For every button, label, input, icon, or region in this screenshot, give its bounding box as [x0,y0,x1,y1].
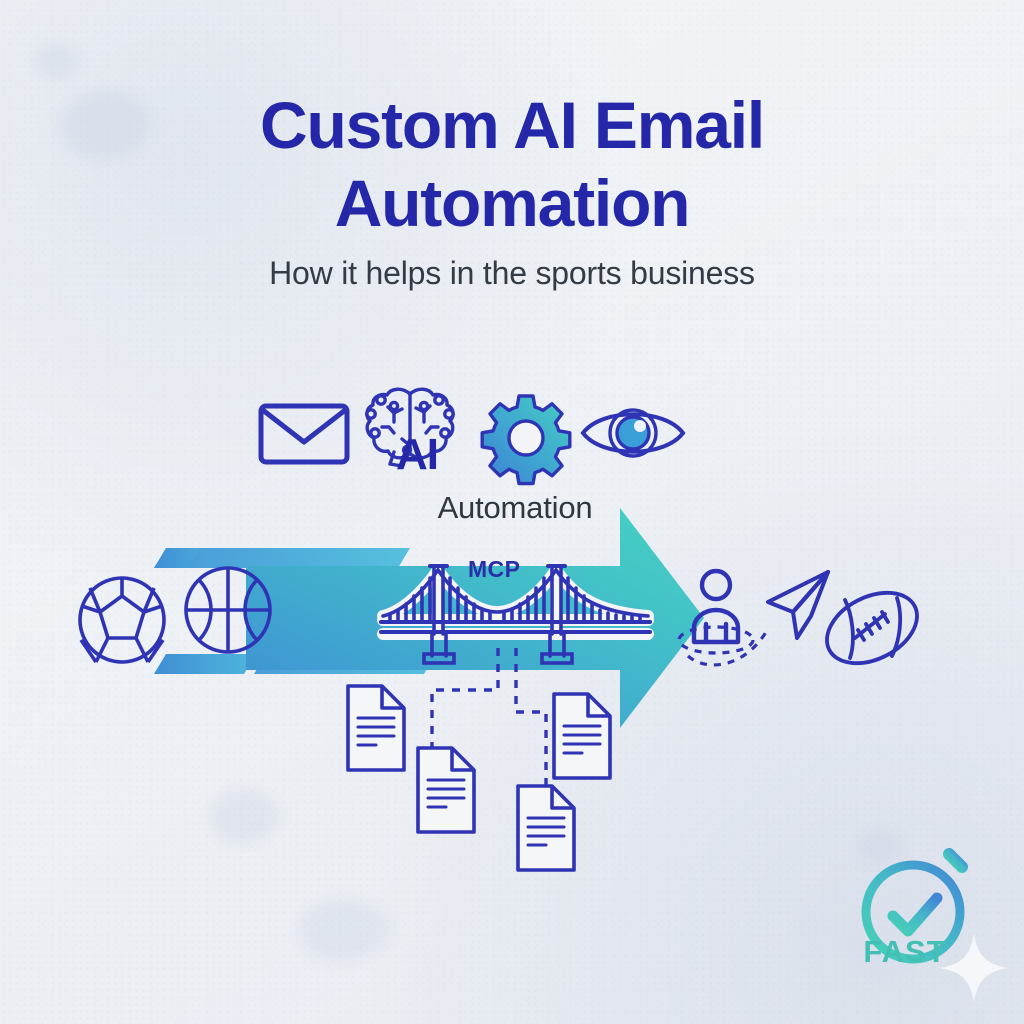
document-icon [516,784,576,872]
gear-icon [480,394,572,486]
forward-arrow-icon [246,508,704,728]
basketball-icon [184,566,272,654]
speed-lines-icon [154,548,522,674]
background-blotch [34,44,78,78]
eye-icon [580,408,686,458]
background-blotch [300,900,388,960]
american-football-icon [825,590,919,666]
envelope-icon [258,403,350,465]
document-icon [416,746,476,834]
document-icon [552,692,612,780]
automation-caption: Automation [0,490,1024,526]
bridge-label: MCP [468,556,521,582]
stopwatch-check-icon [861,834,968,964]
document-icon [346,684,406,772]
person-icon [677,568,768,667]
brain-icon [365,387,455,468]
page-subtitle: How it helps in the sports business [269,255,755,291]
flight-path [686,631,768,667]
title-line-2: Automation [334,166,691,240]
person-platform-ellipse [677,625,755,655]
feature-icon-row: AI [248,382,688,486]
document-group [346,684,612,872]
sparkle-icon [940,934,1008,1002]
ai-text-label: AI [396,430,439,479]
background-blotch [210,790,280,844]
page-title: Custom AI Email Automation [0,86,1024,242]
document-connectors [430,648,548,786]
title-line-1: Custom AI Email [260,88,765,162]
automation-caption-text: Automation [437,490,593,525]
paper-plane-icon [766,570,830,640]
soccer-ball-icon [78,576,166,664]
fast-label: FAST [863,934,947,969]
